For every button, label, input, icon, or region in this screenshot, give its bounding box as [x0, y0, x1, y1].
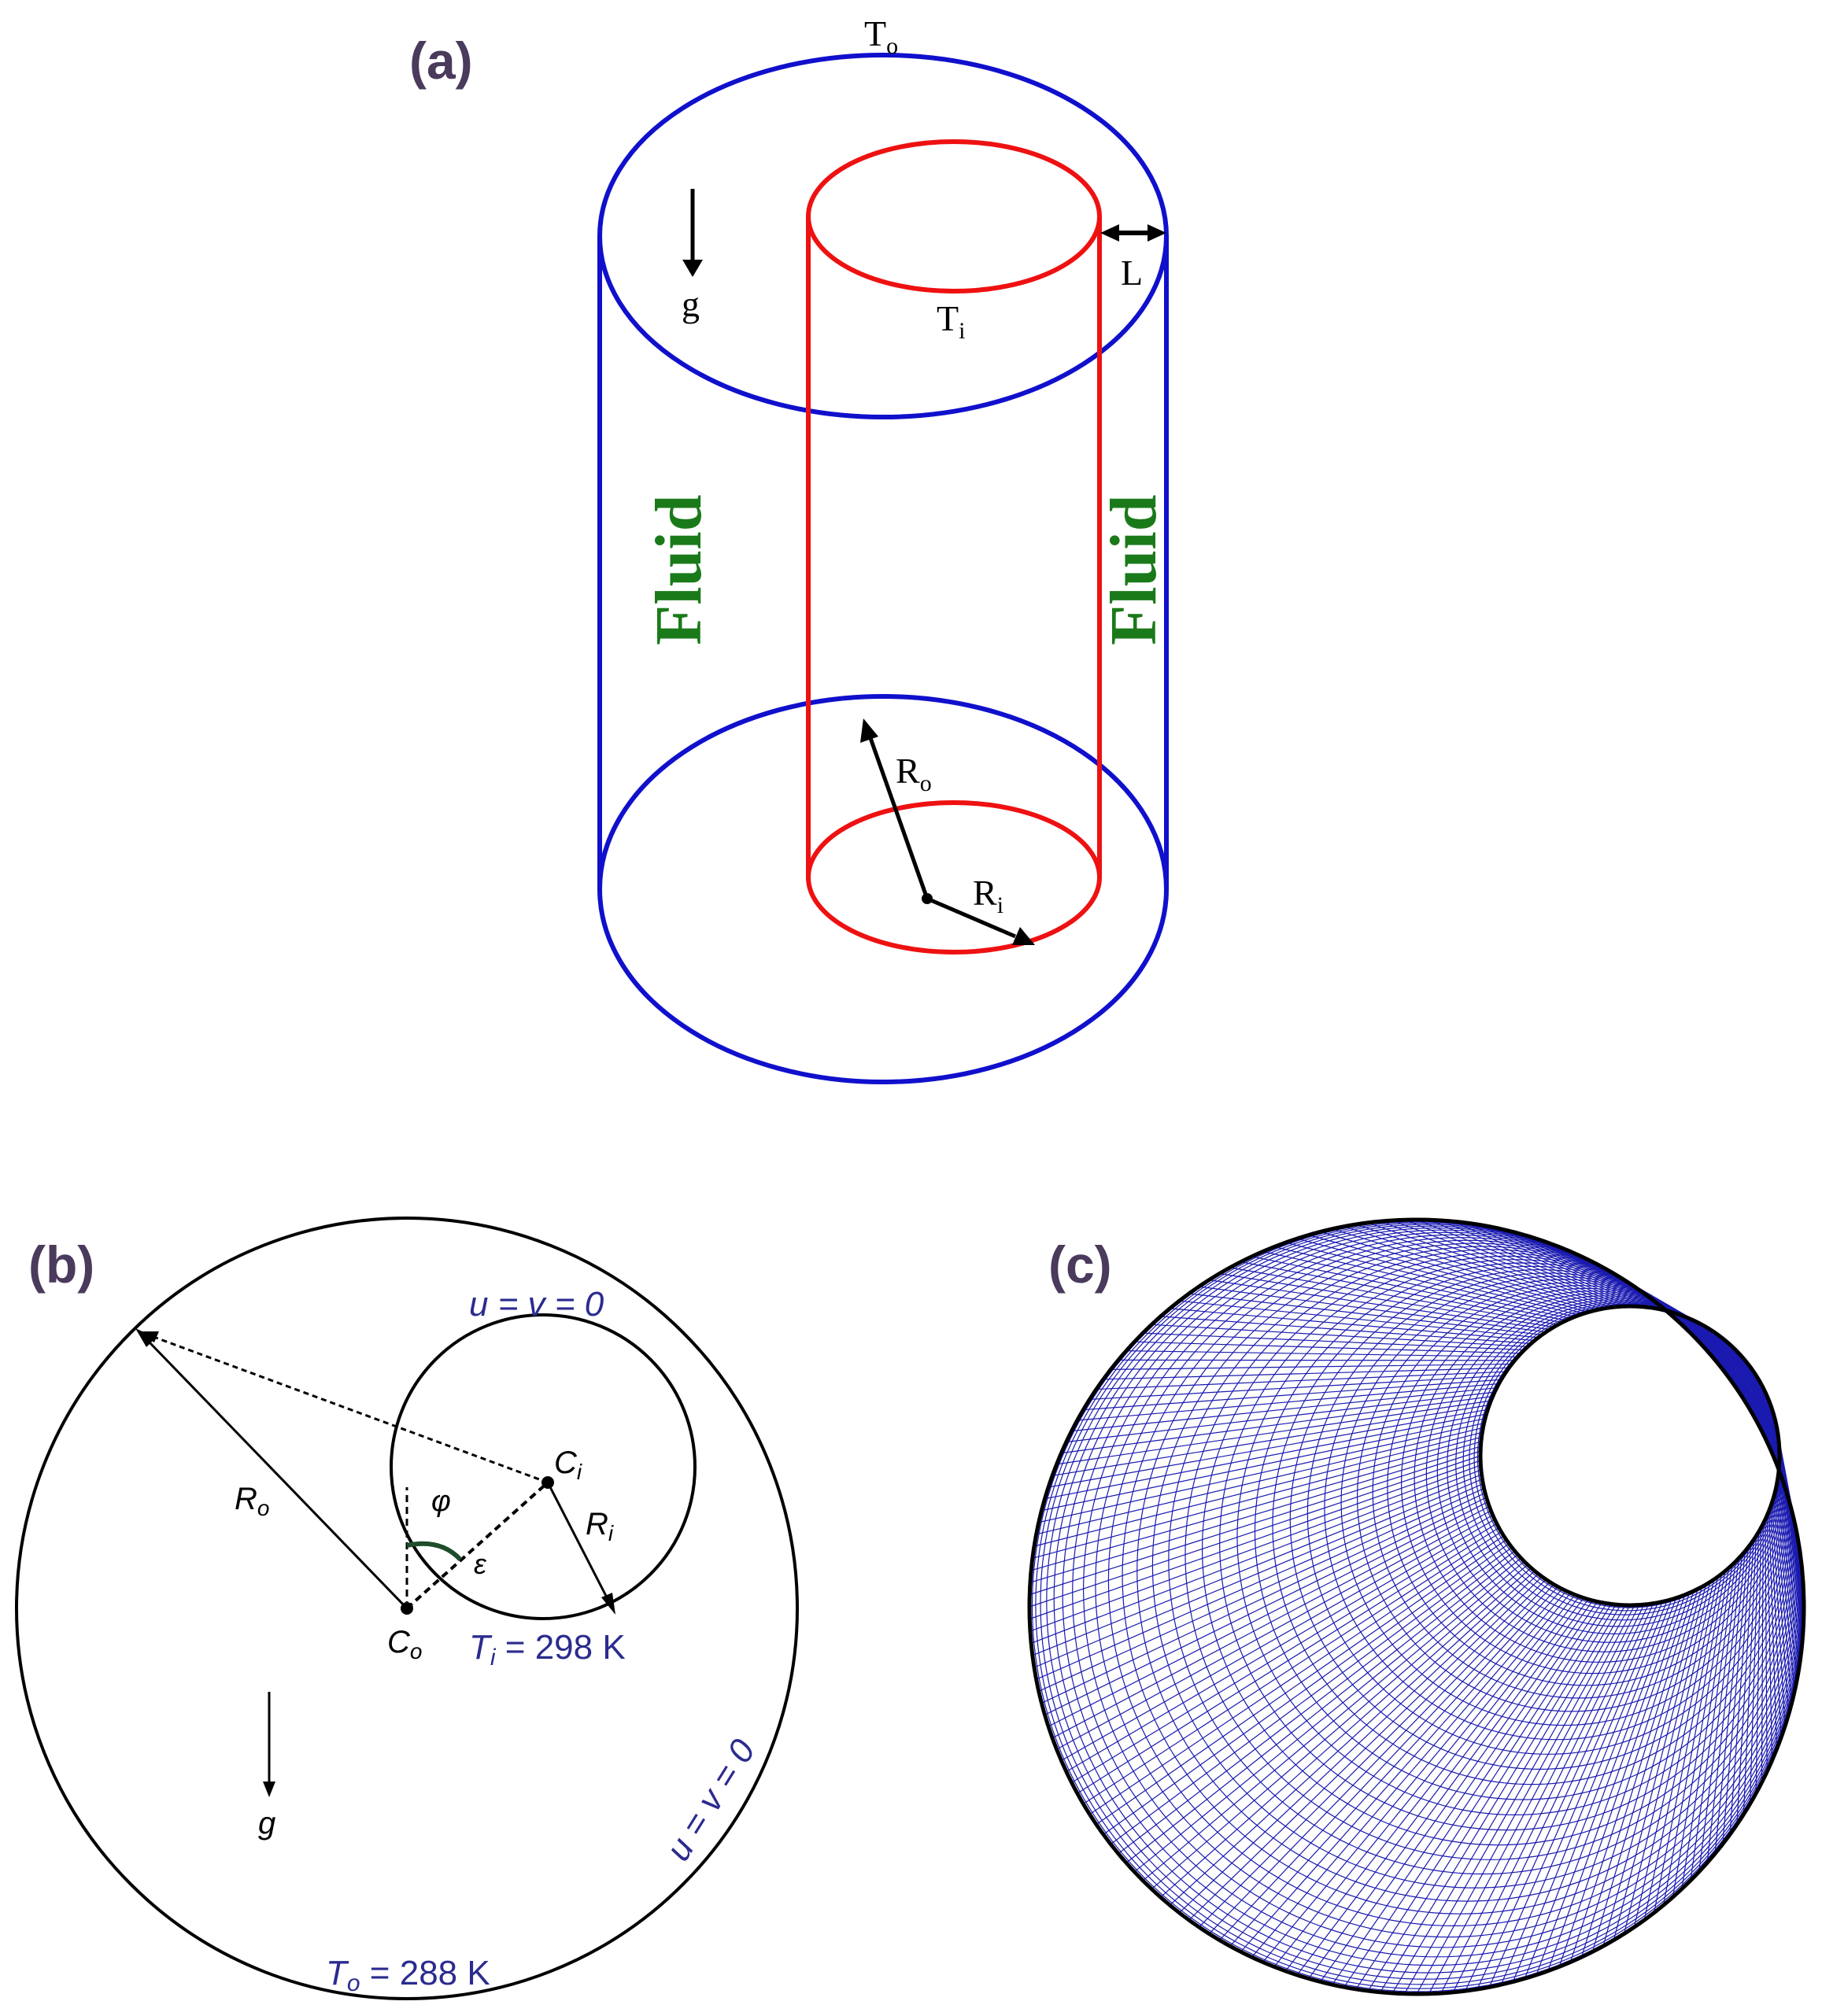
- inner-temp-label-b: Ti = 298 K: [469, 1628, 626, 1671]
- gravity-arrow-b: [263, 1692, 275, 1797]
- panel-b: (b) u = v =: [15, 1217, 799, 2000]
- gravity-label-a: g: [682, 284, 700, 324]
- outer-temp-label-b: To = 288 K: [326, 1954, 490, 1996]
- fluid-label-right: Fluid: [1097, 495, 1170, 645]
- computational-mesh: [1029, 1219, 1805, 1995]
- inner-radius-arrow: [926, 896, 1035, 945]
- inner-cylinder-top: [806, 139, 1102, 294]
- eccentricity-line: [405, 1481, 549, 1610]
- gap-arrow: [1100, 224, 1166, 242]
- outer-center-label: Co: [387, 1625, 422, 1663]
- outer-cylinder: [597, 53, 1169, 1084]
- inner-bc-label: u = v = 0: [469, 1285, 604, 1324]
- inner-cylinder: [806, 139, 1102, 954]
- fluid-label-left: Fluid: [642, 495, 715, 645]
- eccentricity-label: ε: [474, 1548, 487, 1580]
- panel-a-label: (a): [409, 31, 473, 90]
- mesh-inner-boundary: [1478, 1304, 1782, 1608]
- gravity-label-b: g: [258, 1806, 275, 1841]
- inner-radius-arrow-b: [546, 1482, 615, 1615]
- outer-radius-arrow-b: [135, 1328, 408, 1610]
- outer-cylinder-bottom: [597, 694, 1169, 1084]
- angle-arc: [406, 1541, 463, 1562]
- inner-cylinder-bottom: [806, 800, 1102, 954]
- outer-radius-label-b: Ro: [235, 1482, 269, 1520]
- inner-center-label: Ci: [554, 1446, 582, 1484]
- dashed-radius-arrow-b: [137, 1331, 549, 1484]
- panel-b-label: (b): [28, 1235, 94, 1294]
- mesh-outer-boundary: [1027, 1217, 1806, 1996]
- outer-radius-arrow: [860, 718, 929, 899]
- outer-temp-label: To: [864, 13, 898, 59]
- panel-a: (a) To Ti g L: [409, 13, 1170, 1084]
- gravity-arrow-a: [682, 189, 703, 277]
- inner-temp-label: Ti: [937, 298, 965, 344]
- inner-circle: [390, 1313, 697, 1620]
- outer-cylinder-top: [597, 53, 1169, 419]
- outer-radius-label-a: Ro: [896, 751, 932, 796]
- panel-c-label: (c): [1048, 1235, 1112, 1294]
- outer-circle: [15, 1217, 799, 2000]
- inner-radius-label-a: Ri: [973, 873, 1003, 918]
- angle-label: φ: [431, 1485, 451, 1518]
- inner-radius-label-b: Ri: [586, 1507, 614, 1545]
- panel-c: (c): [1027, 1217, 1806, 1996]
- gap-label: L: [1121, 253, 1143, 293]
